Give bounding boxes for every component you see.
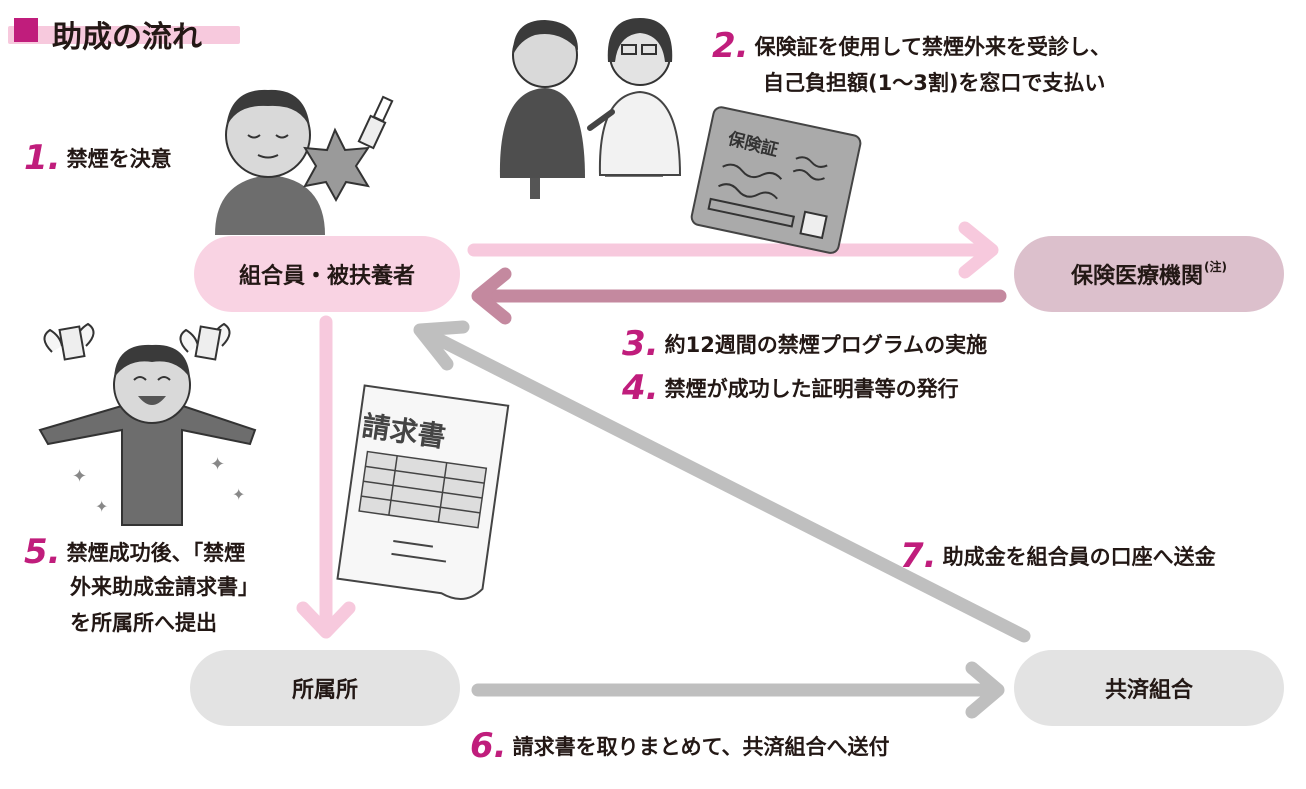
step-3: 3.約12週間の禁煙プログラムの実施 xyxy=(622,326,988,361)
arrow-hospital-to-member xyxy=(471,267,1007,325)
step-2-line1: 保険証を使用して禁煙外来を受診し、 xyxy=(754,35,1111,59)
step-4-number: 4. xyxy=(622,368,659,408)
svg-text:✦: ✦ xyxy=(210,454,225,475)
step-1-text: 禁煙を決意 xyxy=(66,147,172,171)
svg-text:✦: ✦ xyxy=(232,485,245,504)
step-5-line1: 禁煙成功後、「禁煙 xyxy=(66,541,246,565)
hospital-node: 保険医療機関(注) xyxy=(1014,236,1284,312)
step-5-line2: 外来助成金請求書」 xyxy=(70,575,259,599)
office-node: 所属所 xyxy=(190,650,460,726)
hospital-note: (注) xyxy=(1204,259,1227,274)
doctor-consultation-illustration xyxy=(499,18,682,199)
step-5-number: 5. xyxy=(24,532,61,572)
member-label: 組合員・被扶養者 xyxy=(238,264,415,289)
office-label: 所属所 xyxy=(291,678,358,703)
step-5-cont1: 外来助成金請求書」 xyxy=(70,572,259,602)
page-title: 助成の流れ xyxy=(8,14,240,55)
step-6-number: 6. xyxy=(470,726,507,766)
invoice-illustration xyxy=(336,384,510,600)
step-2-line2: 自己負担額(1〜3割)を窓口で支払い xyxy=(763,71,1106,95)
arrow-member-to-hospital xyxy=(467,221,999,279)
step-7-number: 7. xyxy=(900,536,937,576)
step-2-cont: 自己負担額(1〜3割)を窓口で支払い xyxy=(763,68,1105,98)
step-5-line3: を所属所へ提出 xyxy=(70,611,217,635)
step-2: 2.保険証を使用して禁煙外来を受診し、 xyxy=(712,28,1111,63)
happy-success-illustration: ✦ ✦ ✦ ✦ xyxy=(38,322,257,526)
step-4-text: 禁煙が成功した証明書等の発行 xyxy=(664,377,959,401)
step-1: 1.禁煙を決意 xyxy=(24,140,172,175)
kyosai-node: 共済組合 xyxy=(1014,650,1284,726)
step-5-cont2: を所属所へ提出 xyxy=(70,608,217,638)
title-highlight xyxy=(8,26,240,44)
title-text: 助成の流れ xyxy=(52,20,202,55)
step-3-number: 3. xyxy=(622,324,659,364)
hospital-label: 保険医療機関 xyxy=(1071,264,1204,289)
member-node: 組合員・被扶養者 xyxy=(194,236,460,312)
insurance-card-illustration xyxy=(690,106,862,254)
step-2-number: 2. xyxy=(712,26,749,66)
step-1-number: 1. xyxy=(24,138,61,178)
step-7: 7.助成金を組合員の口座へ送金 xyxy=(900,538,1216,573)
step-5: 5.禁煙成功後、「禁煙 xyxy=(24,534,246,569)
step-6-text: 請求書を取りまとめて、共済組合へ送付 xyxy=(512,735,890,759)
step-7-text: 助成金を組合員の口座へ送金 xyxy=(942,545,1216,569)
quit-decision-illustration xyxy=(215,89,394,235)
arrow-kyosai-to-member xyxy=(413,320,1031,643)
title-square-icon xyxy=(14,18,38,42)
step-3-text: 約12週間の禁煙プログラムの実施 xyxy=(664,333,988,357)
step-6: 6.請求書を取りまとめて、共済組合へ送付 xyxy=(470,728,890,763)
svg-text:✦: ✦ xyxy=(72,466,87,487)
kyosai-label: 共済組合 xyxy=(1104,678,1193,703)
arrow-office-to-kyosai xyxy=(471,661,1005,719)
svg-text:✦: ✦ xyxy=(95,497,108,516)
step-4: 4.禁煙が成功した証明書等の発行 xyxy=(622,370,959,405)
arrow-member-to-office xyxy=(296,315,356,639)
